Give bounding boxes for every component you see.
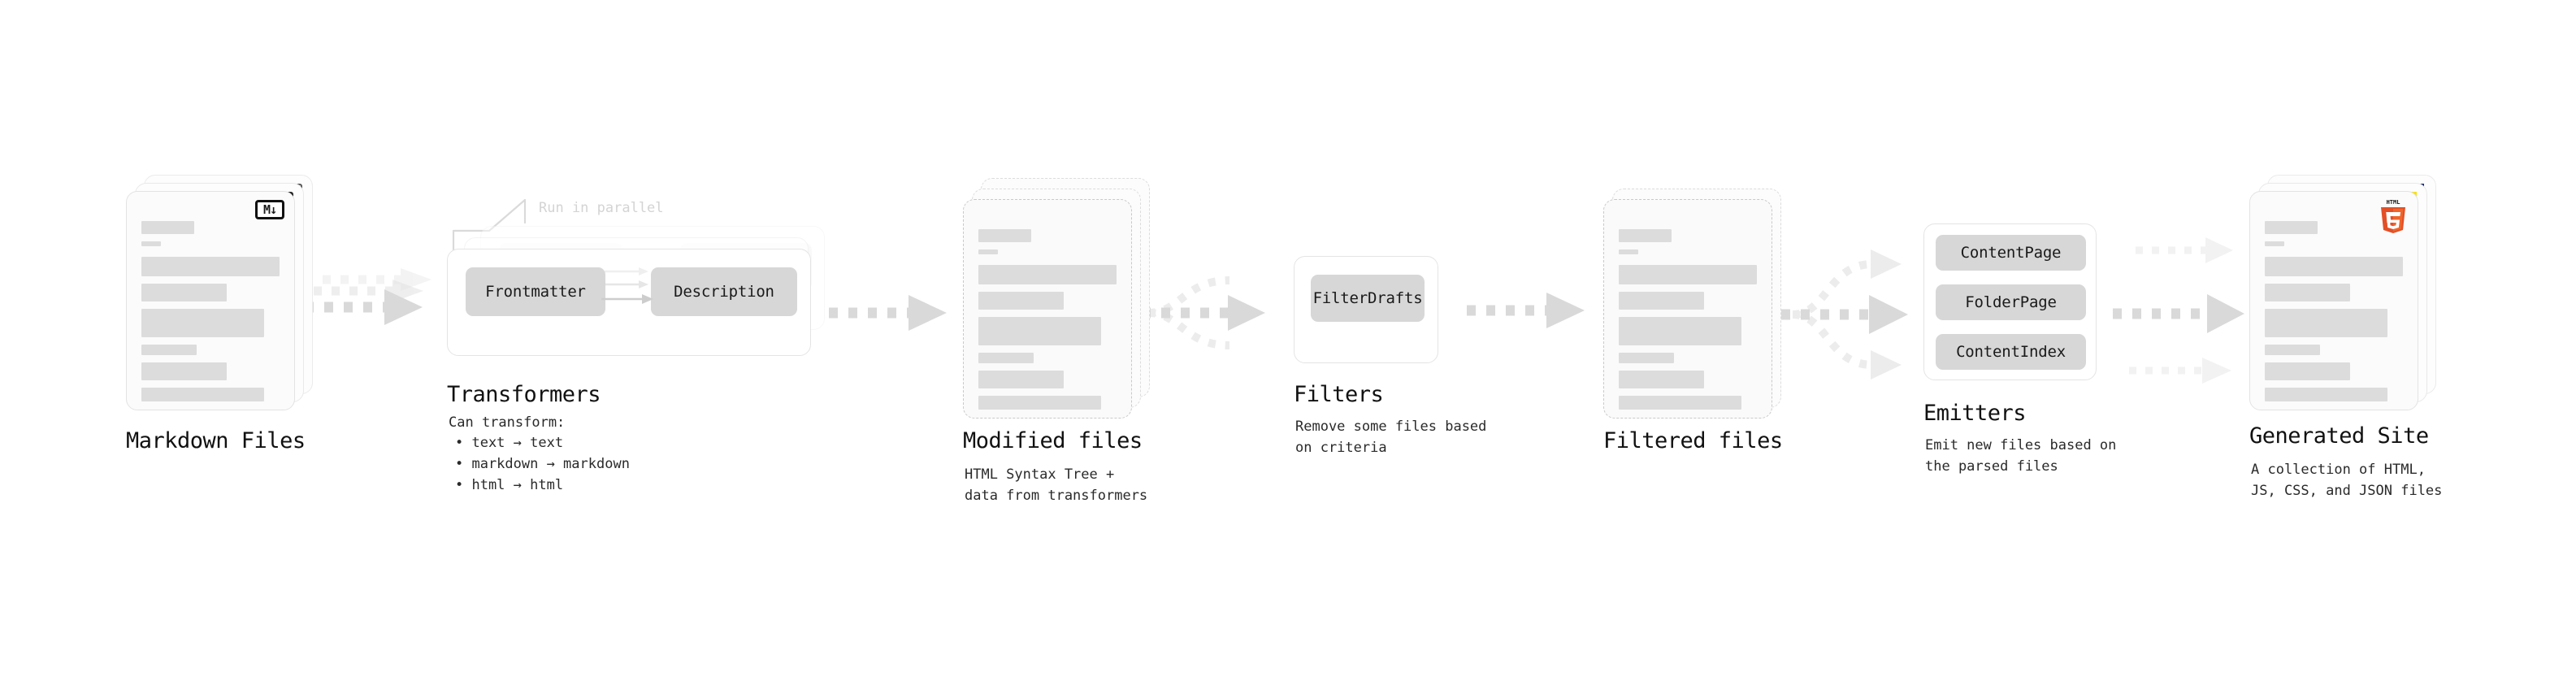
generated-site-caption-line2: JS, CSS, and JSON files <box>2251 483 2443 499</box>
skeleton-bar <box>1619 317 1742 345</box>
skeleton-bar <box>2265 257 2403 276</box>
skeleton-bar <box>1619 229 1672 242</box>
markdown-files-title: Markdown Files <box>126 428 306 453</box>
filters-panel[interactable]: FilterDrafts <box>1294 256 1438 363</box>
arrow-filtered-to-emitters <box>1781 241 1936 388</box>
arrow-emitters-to-generated <box>2113 236 2259 390</box>
stage-markdown-files: M↓ <box>126 175 321 410</box>
transformer-pill-frontmatter[interactable]: Frontmatter <box>466 267 605 316</box>
arrow-modified-to-filters <box>1142 264 1288 362</box>
filtered-card-stack <box>1603 189 1790 419</box>
skeleton-bar <box>978 249 998 254</box>
transformer-pill-description[interactable]: Description <box>651 267 797 316</box>
emitters-title: Emitters <box>1923 401 2027 426</box>
generated-card-front: HTML <box>2249 191 2418 410</box>
skeleton-bar <box>2265 241 2284 246</box>
stage-filtered-files <box>1603 189 1790 419</box>
transformers-title: Transformers <box>447 382 601 407</box>
skeleton-bar <box>1619 292 1705 310</box>
filtered-skeleton <box>1619 229 1757 417</box>
markdown-icon: M↓ <box>255 200 284 219</box>
skeleton-bar <box>978 292 1065 310</box>
skeleton-bar <box>141 221 194 234</box>
transformers-bullet: • text → text <box>455 435 564 451</box>
skeleton-bar <box>2265 362 2351 380</box>
skeleton-bar <box>2265 221 2318 234</box>
skeleton-bar <box>978 265 1117 284</box>
skeleton-bar <box>141 257 280 276</box>
skeleton-bar <box>978 317 1102 345</box>
skeleton-bar <box>1619 249 1638 254</box>
stage-modified-files <box>963 178 1150 419</box>
modified-files-title: Modified files <box>963 428 1143 453</box>
skeleton-bar <box>141 241 161 246</box>
generated-site-title: Generated Site <box>2249 423 2429 449</box>
modified-card-stack <box>963 178 1150 419</box>
skeleton-bar <box>978 229 1031 242</box>
transformers-bullet-list: • text → text • markdown → markdown • ht… <box>455 433 630 496</box>
skeleton-bar <box>2265 345 2320 355</box>
generated-skeleton <box>2265 221 2403 409</box>
skeleton-bar <box>141 309 265 337</box>
generated-site-caption-line1: A collection of HTML, <box>2251 462 2426 478</box>
filtered-files-title: Filtered files <box>1603 428 1783 453</box>
emitter-pill-contentindex[interactable]: ContentIndex <box>1936 334 2086 370</box>
transformers-bullet: • html → html <box>455 476 564 493</box>
stage-generated-site: HTML <box>2249 175 2444 410</box>
modified-card-front <box>963 199 1132 419</box>
skeleton-bar <box>141 345 197 355</box>
modified-files-caption-line1: HTML Syntax Tree + <box>965 466 1115 483</box>
skeleton-bar <box>978 371 1065 388</box>
skeleton-bar <box>141 284 228 301</box>
modified-skeleton <box>978 229 1117 417</box>
skeleton-bar <box>1619 371 1705 388</box>
skeleton-bar <box>2265 388 2388 401</box>
markdown-card-stack: M↓ <box>126 175 321 410</box>
arrow-filters-to-filtered <box>1467 290 1589 331</box>
html5-icon: HTML <box>2377 197 2409 233</box>
modified-files-caption-line2: data from transformers <box>965 488 1148 504</box>
emitters-panel[interactable]: ContentPage FolderPage ContentIndex <box>1923 223 2097 380</box>
skeleton-bar <box>1619 396 1742 410</box>
markdown-card-front: M↓ <box>126 191 295 410</box>
transformer-panel-front[interactable]: Frontmatter Description <box>447 249 811 356</box>
emitters-caption-line2: the parsed files <box>1925 458 2058 475</box>
skeleton-bar <box>1619 265 1757 284</box>
filters-caption-line2: on criteria <box>1295 440 1387 456</box>
markdown-skeleton <box>141 221 280 409</box>
svg-text:HTML: HTML <box>2387 199 2400 206</box>
emitter-pill-contentpage[interactable]: ContentPage <box>1936 235 2086 271</box>
filters-title: Filters <box>1294 382 1384 407</box>
skeleton-bar <box>141 362 228 380</box>
generated-card-stack: HTML <box>2249 175 2444 410</box>
emitters-caption-line1: Emit new files based on <box>1925 437 2117 453</box>
skeleton-bar <box>1619 353 1674 363</box>
skeleton-bar <box>2265 284 2351 301</box>
arrow-markdown-to-transformers <box>305 268 447 345</box>
skeleton-bar <box>2265 309 2388 337</box>
run-in-parallel-label: Run in parallel <box>539 200 664 216</box>
filtered-card-front <box>1603 199 1772 419</box>
skeleton-bar <box>978 353 1034 363</box>
emitter-pill-folderpage[interactable]: FolderPage <box>1936 284 2086 320</box>
skeleton-bar <box>978 396 1102 410</box>
stage-transformers: Run in parallel Frontmatter Description <box>447 195 829 374</box>
transformer-inner-arrows <box>601 267 653 304</box>
skeleton-bar <box>141 388 265 401</box>
filters-caption-line1: Remove some files based <box>1295 419 1487 435</box>
transformers-bullet: • markdown → markdown <box>455 455 630 472</box>
transformers-caption-lead: Can transform: <box>449 414 566 431</box>
arrow-transformers-to-modified <box>829 293 951 333</box>
filters-pill-filterdrafts[interactable]: FilterDrafts <box>1311 275 1425 322</box>
